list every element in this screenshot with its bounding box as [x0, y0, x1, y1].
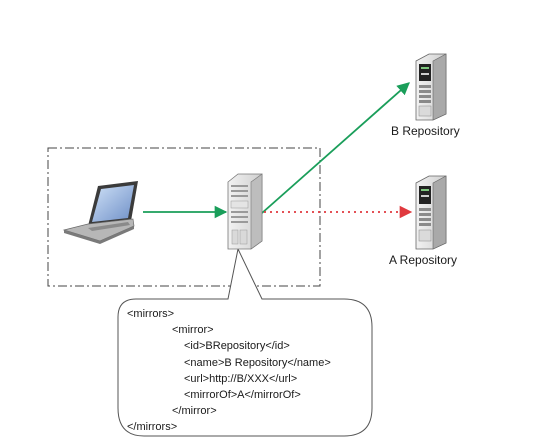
network-boundary: [47, 147, 321, 287]
proxy-server-icon: [227, 173, 263, 250]
a-repository-label: A Repository: [389, 253, 458, 267]
config-line: </mirror>: [172, 405, 217, 418]
laptop-icon: [62, 181, 138, 244]
edge-proxy-to-b-repository: [261, 82, 410, 214]
a-repository-server-icon: [415, 175, 447, 250]
config-line: <mirrors>: [127, 308, 175, 320]
config-line: <id>BRepository</id>: [184, 340, 290, 353]
config-line: <name>B Repository</name>: [184, 356, 331, 369]
b-repository-server-icon: [415, 53, 447, 121]
config-line: <url>http://B/XXX</url>: [184, 372, 298, 385]
config-line: <mirror>: [172, 324, 214, 337]
mirror-config-text: <mirrors> <mirror> <id>BRepository</id> …: [127, 306, 331, 436]
config-line: <mirrorOf>A</mirrorOf>: [184, 389, 301, 402]
b-repository-label: B Repository: [391, 124, 460, 138]
config-line: </mirrors>: [127, 421, 178, 434]
config-callout-bubble: [117, 247, 373, 437]
